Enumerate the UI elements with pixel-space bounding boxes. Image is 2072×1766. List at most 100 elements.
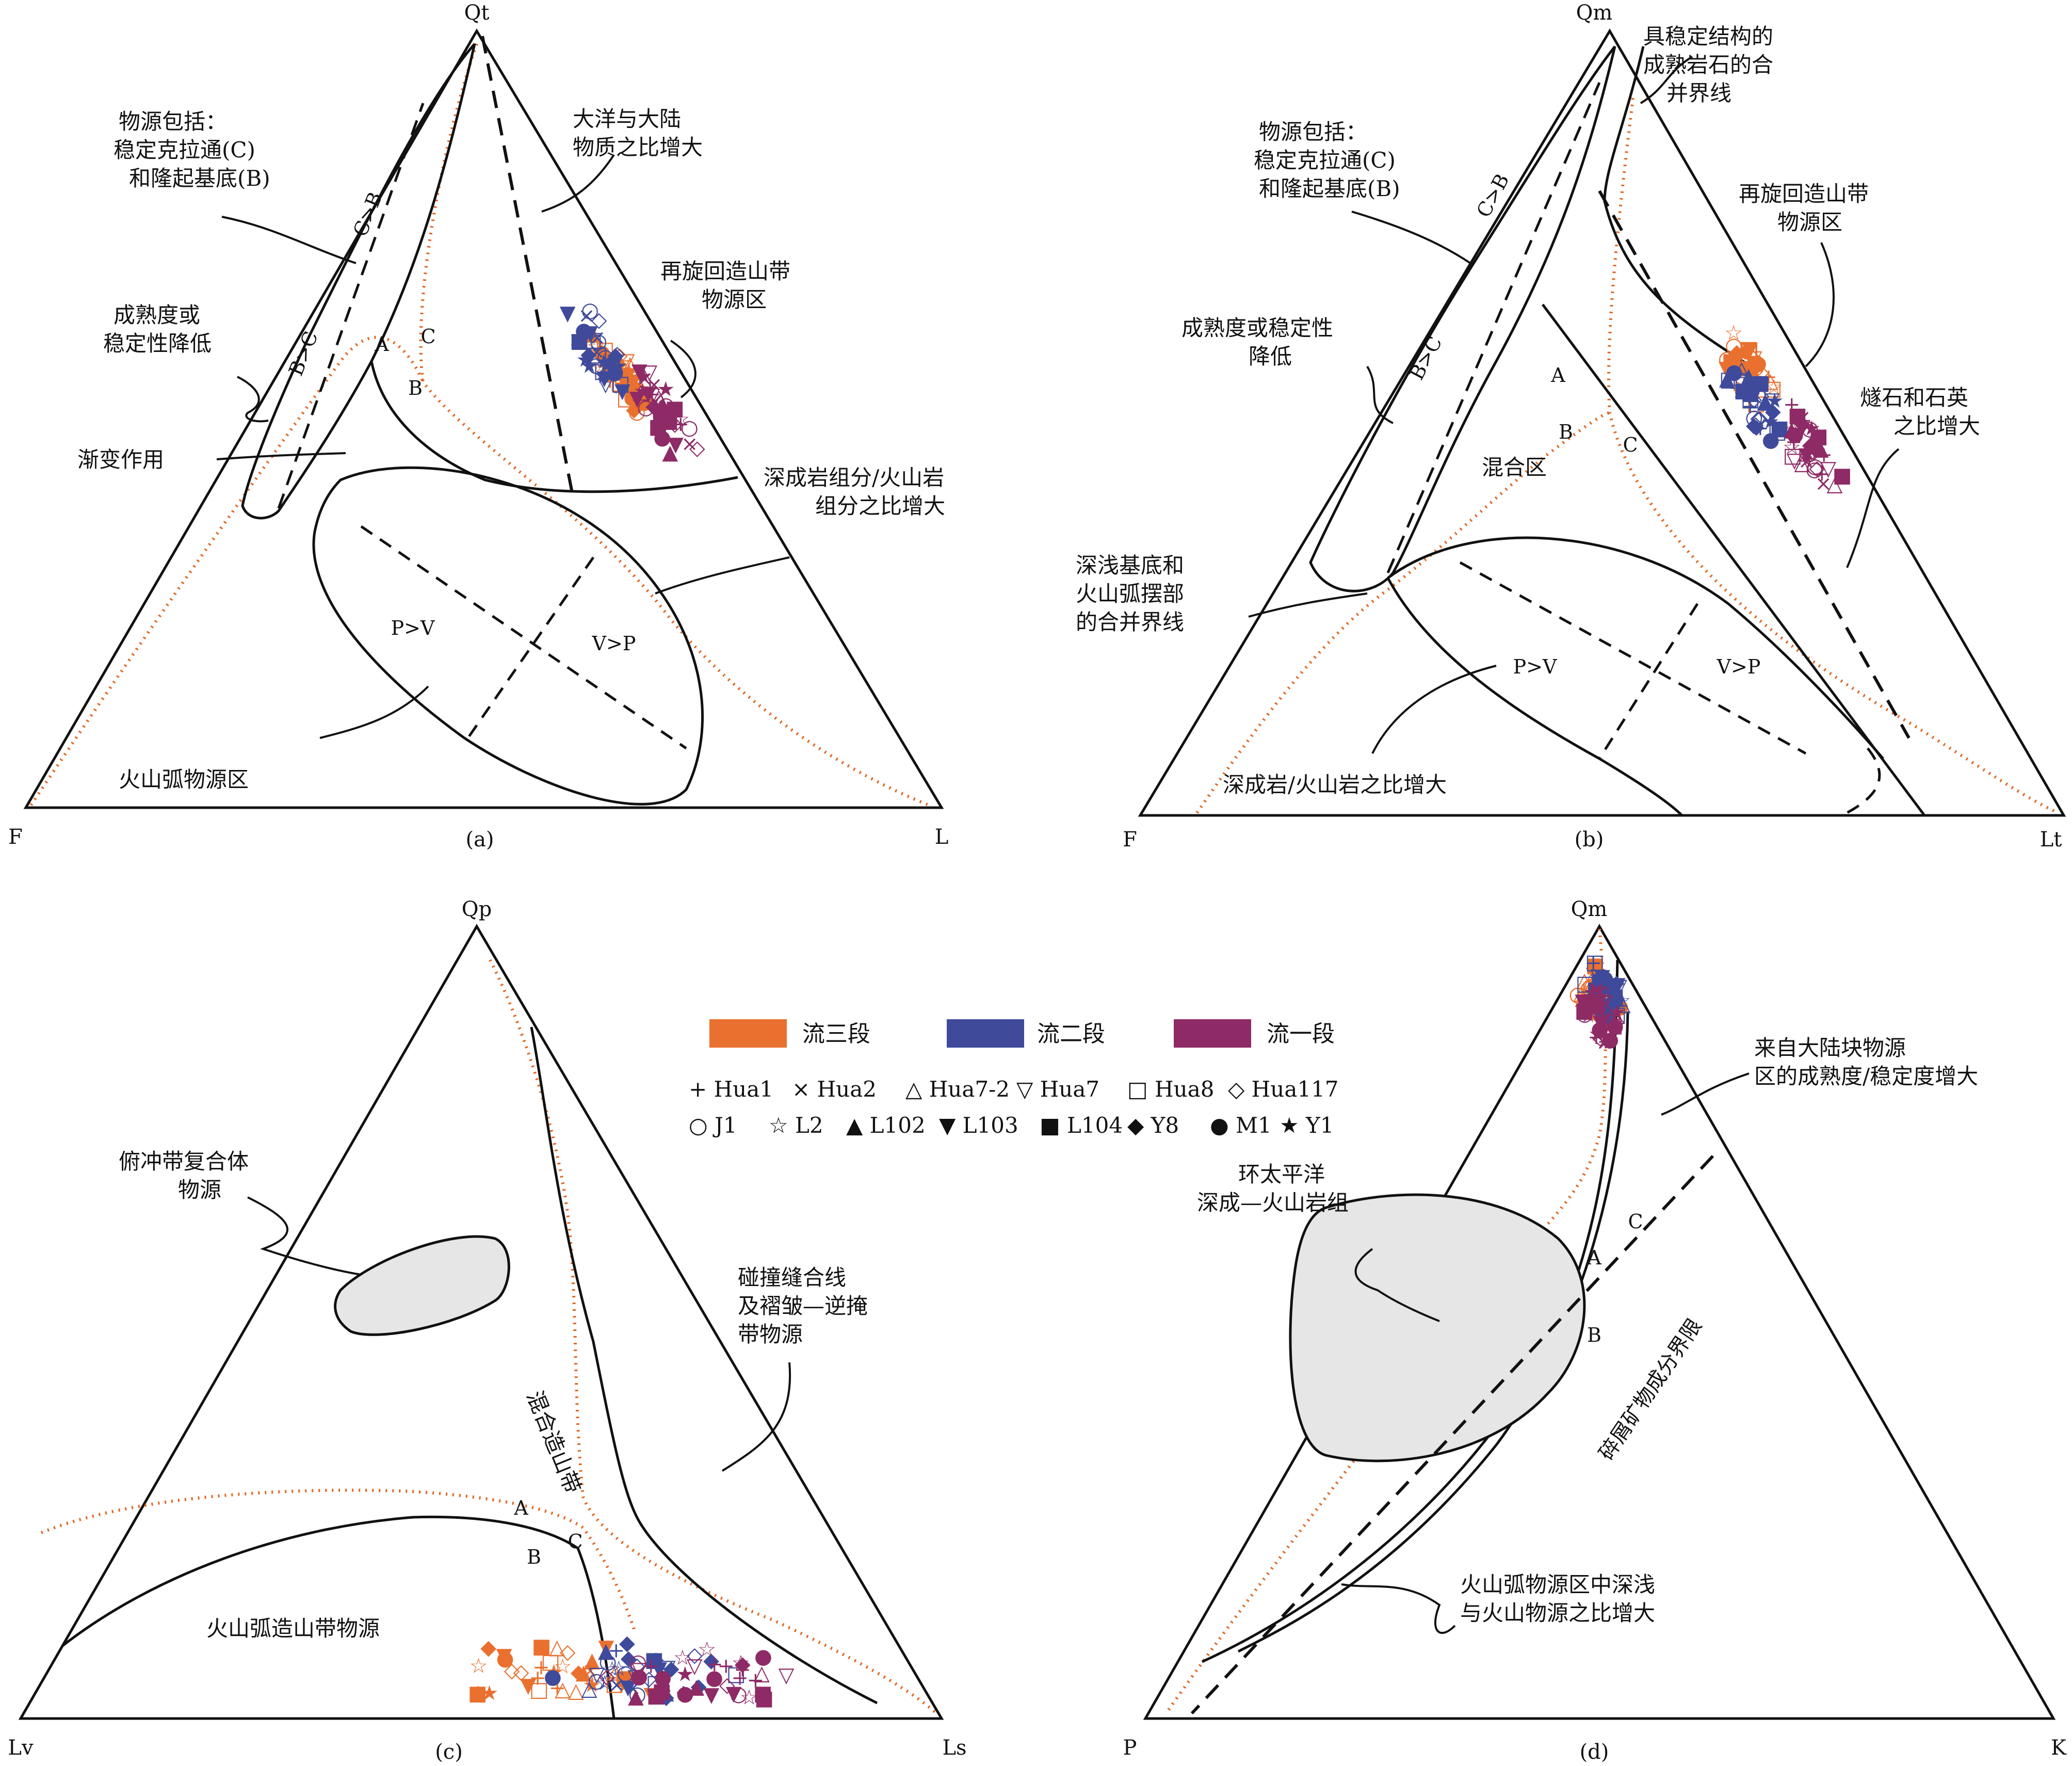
leader-d2 — [1354, 1248, 1440, 1322]
scatter-point: ▽ — [628, 1665, 644, 1689]
scatter-point: ◇ — [1592, 1025, 1608, 1049]
scatter-point: + — [1816, 443, 1833, 467]
legend-sample-hua1: + Hua1 — [689, 1077, 773, 1102]
annotation: 稳定克拉通(C) — [1254, 148, 1396, 173]
scatter-point: ▲ — [603, 348, 619, 372]
scatter-point: + — [532, 1656, 550, 1679]
scatter-point: ■ — [659, 409, 679, 432]
scatter-point: ☆ — [619, 367, 637, 391]
scatter-point: ☆ — [609, 1657, 628, 1681]
scatter-point: ● — [676, 1681, 694, 1705]
region-label: B>C — [1405, 332, 1447, 383]
scatter-point: ◇ — [1597, 985, 1613, 1008]
legend-sample-l2: ☆ L2 — [769, 1113, 823, 1138]
scatter-point: ◇ — [1595, 1001, 1611, 1025]
scatter-point: + — [1575, 983, 1593, 1006]
region-label: B — [1559, 421, 1573, 443]
scatter-point: ● — [496, 1647, 514, 1671]
scatter-point: ▼ — [651, 1657, 667, 1681]
scatter-point: □ — [595, 338, 615, 361]
scatter-point: □ — [605, 1672, 624, 1696]
annotation: 成熟岩石的合 — [1643, 52, 1773, 77]
scatter-point: + — [1813, 462, 1831, 486]
leader-b7 — [1371, 665, 1497, 754]
scatter-point: ▽ — [687, 1654, 703, 1678]
legend-swatch-stage2 — [947, 1019, 1024, 1048]
scatter-point: ◇ — [599, 1664, 615, 1688]
leader-a2 — [541, 154, 615, 213]
scatter-point: ☆ — [671, 408, 690, 431]
scatter-point: ○ — [588, 1668, 606, 1692]
vertex-label: F — [8, 825, 23, 849]
scatter-point: + — [641, 377, 659, 400]
leader-a4 — [216, 452, 346, 460]
annotation: 具稳定结构的 — [1643, 24, 1773, 49]
scatter-point: □ — [619, 373, 639, 396]
scatter-point: ▼ — [643, 1682, 659, 1706]
scatter-point: △ — [1575, 986, 1591, 1009]
scatter-point: ◇ — [1746, 387, 1762, 411]
scatter-point: ■ — [1751, 371, 1771, 395]
scatter-point: ◆ — [621, 1646, 637, 1669]
scatter-point: △ — [633, 379, 649, 403]
scatter-point: + — [642, 1655, 660, 1678]
scatter-point: + — [1607, 991, 1624, 1015]
scatter-point: □ — [1585, 950, 1605, 974]
scatter-point: + — [1785, 430, 1803, 454]
scatter-point: ▼ — [625, 369, 641, 393]
scatter-point: □ — [646, 1671, 666, 1694]
scatter-point: + — [1801, 446, 1818, 470]
scatter-point: ○ — [1745, 406, 1763, 429]
scatter-point: ▽ — [660, 1656, 676, 1679]
scatter-point: △ — [1583, 966, 1599, 990]
scatter-point: ▼ — [1719, 357, 1735, 380]
scatter-point: △ — [608, 1659, 624, 1683]
scatter-point: ◇ — [648, 1647, 664, 1671]
scatter-point: × — [581, 1659, 599, 1683]
leader-b6 — [1248, 592, 1368, 618]
scatter-point: ◇ — [629, 361, 645, 385]
scatter-point: ▽ — [632, 1658, 648, 1681]
scatter-point: ▼ — [1594, 965, 1610, 989]
region-label: B — [527, 1546, 541, 1568]
annotation: 再旋回造山带 — [1739, 181, 1869, 206]
annotation: 稳定性降低 — [103, 331, 212, 356]
scatter-point: + — [1583, 978, 1601, 1002]
scatter-point: □ — [1763, 377, 1783, 400]
dotted-boundary-a — [29, 43, 930, 807]
scatter-point: ☆ — [590, 355, 609, 378]
scatter-point: □ — [541, 1649, 560, 1673]
scatter-point: ◆ — [1576, 988, 1592, 1012]
scatter-point: + — [1576, 981, 1593, 1004]
scatter-point: ▼ — [632, 359, 648, 383]
annotation: 环太平洋 — [1238, 1162, 1325, 1187]
scatter-point: × — [1599, 989, 1617, 1013]
annotation: 大洋与大陆 — [573, 106, 681, 132]
scatter-point: ◇ — [591, 308, 607, 332]
scatter-point: △ — [651, 384, 667, 408]
dotted-boundary-c — [40, 959, 938, 1715]
annotation: 稳定克拉通(C) — [114, 137, 255, 163]
scatter-point: ☆ — [1784, 417, 1803, 441]
scatter-point: ■ — [1605, 993, 1625, 1017]
scatter-point: ▼ — [1809, 432, 1825, 456]
scatter-point: △ — [568, 1679, 584, 1703]
vertex-label: Lt — [2040, 828, 2062, 852]
scatter-point: ○ — [1582, 974, 1600, 998]
legend-swatch-stage3 — [709, 1019, 787, 1048]
scatter-point: × — [568, 328, 586, 352]
scatter-point: ○ — [628, 400, 646, 424]
annotation: 并界线 — [1666, 81, 1731, 106]
annotation: 物质之比增大 — [573, 135, 703, 160]
scatter-point: ▲ — [586, 322, 602, 345]
annotation: 和隆起基底(B) — [1259, 176, 1400, 201]
scatter-point: + — [1584, 956, 1601, 980]
scatter-point: ◆ — [1802, 432, 1818, 456]
scatter-point: ◆ — [1581, 997, 1597, 1020]
scatter-point: ☆ — [587, 335, 605, 359]
scatter-point: ★ — [1582, 985, 1601, 1008]
scatter-point: ■ — [1587, 992, 1607, 1016]
annotation: 再旋回造山带 — [660, 259, 790, 284]
scatter-point: + — [1584, 951, 1602, 975]
